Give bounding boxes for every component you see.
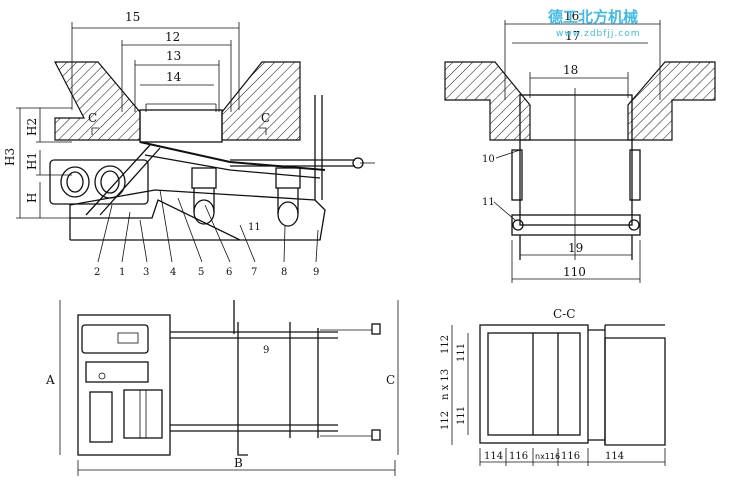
dim-12: 12 bbox=[165, 30, 180, 44]
dim-16: 16 bbox=[564, 9, 579, 23]
callout-3: 3 bbox=[143, 267, 149, 278]
sec-dim-111-bot: 111 bbox=[456, 406, 467, 425]
dim-15: 15 bbox=[125, 10, 140, 24]
dim-17: 17 bbox=[565, 29, 580, 43]
dim-14: 14 bbox=[166, 70, 182, 84]
plan-view: 9 A C B bbox=[45, 300, 399, 476]
section-cc-view: C-C 112 111 n x 13 111 112 114 116 nx116… bbox=[440, 307, 666, 466]
sec-dim-114-a: 114 bbox=[484, 451, 503, 462]
sec-dim-112-bot: 112 bbox=[440, 411, 451, 430]
sec-dim-116-a: 116 bbox=[509, 451, 528, 462]
section-mark-left: C bbox=[88, 111, 97, 125]
dim-H2: H2 bbox=[25, 118, 39, 136]
watermark-url: www.zdbfjj.com bbox=[556, 29, 641, 39]
side-elevation-view: 15 12 13 14 C C H3 H2 H1 bbox=[3, 10, 375, 263]
dim-A: A bbox=[45, 373, 55, 387]
dim-B: B bbox=[234, 456, 243, 470]
sec-dim-112-top: 112 bbox=[440, 335, 451, 354]
section-title: C-C bbox=[553, 307, 575, 321]
end-view: 16 17 18 10 11 19 110 bbox=[444, 9, 716, 283]
callout-5: 5 bbox=[198, 267, 204, 278]
sec-dim-111-top: 111 bbox=[456, 343, 467, 362]
sec-dim-n13: n x 13 bbox=[440, 369, 451, 400]
callout-7: 7 bbox=[251, 267, 257, 278]
dim-13: 13 bbox=[166, 49, 181, 63]
callout-8: 8 bbox=[281, 267, 287, 278]
dim-H3: H3 bbox=[3, 148, 17, 166]
dim-110: 110 bbox=[563, 265, 586, 279]
callout-6: 6 bbox=[226, 267, 232, 278]
dim-C: C bbox=[386, 373, 395, 387]
dim-H: H bbox=[25, 193, 39, 203]
section-mark-right: C bbox=[261, 111, 270, 125]
watermark: 德工北方机械 www.zdbfjj.com bbox=[548, 8, 641, 39]
sec-dim-114-b: 114 bbox=[605, 451, 624, 462]
callout-9: 9 bbox=[313, 267, 319, 278]
callout-1: 1 bbox=[119, 267, 125, 278]
dim-18: 18 bbox=[563, 63, 578, 77]
watermark-brand: 德工北方机械 bbox=[548, 8, 638, 26]
callout-row: 2 1 3 4 5 6 7 8 9 bbox=[94, 267, 319, 278]
callout-10: 10 bbox=[482, 154, 495, 165]
dim-H1: H1 bbox=[25, 152, 39, 170]
sec-dim-116-b: 116 bbox=[561, 451, 580, 462]
callout-4: 4 bbox=[170, 267, 176, 278]
dim-19: 19 bbox=[568, 241, 583, 255]
callout-9-plan: 9 bbox=[263, 345, 269, 356]
callout-11-side: 11 bbox=[248, 222, 261, 233]
callout-11: 11 bbox=[482, 197, 495, 208]
sec-dim-nx116: nx116 bbox=[535, 452, 560, 461]
callout-2: 2 bbox=[94, 267, 100, 278]
